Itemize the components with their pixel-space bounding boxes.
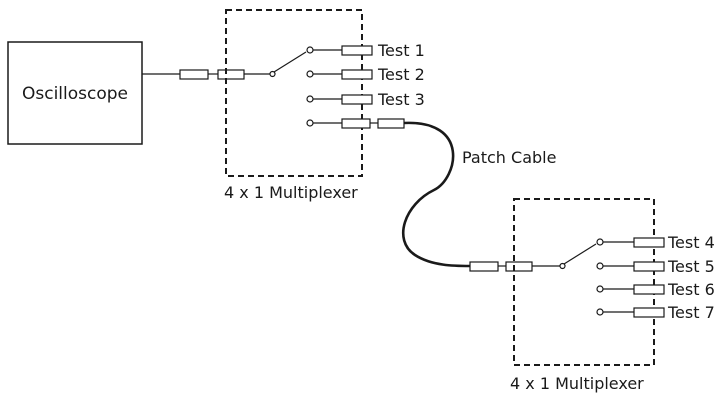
- multiplexer-top: Test 1 Test 2 Test 3 4 x 1 Multiplexer: [224, 9, 425, 202]
- channel-connector: [341, 118, 371, 129]
- multiplexer-bottom-boundary: [513, 198, 655, 366]
- oscilloscope-box: [7, 41, 143, 145]
- channel-connector: [341, 94, 373, 105]
- mux-top-input-connector: [217, 69, 245, 80]
- mux-top-common-terminal: [269, 70, 276, 78]
- patch-cable: Patch Cable: [402, 121, 556, 268]
- channel-terminal: [306, 70, 314, 78]
- test-7-label: Test 7: [667, 303, 715, 322]
- mux-bottom-common-terminal: [559, 262, 566, 270]
- test-5-label: Test 5: [667, 257, 715, 276]
- mux-top-channel-4: [306, 118, 405, 129]
- multiplexer-bottom: Test 4 Test 5 Test 6 Test 7 4 x 1 Multip…: [469, 198, 715, 393]
- test-4-label: Test 4: [667, 233, 715, 252]
- test-2-label: Test 2: [377, 65, 425, 84]
- mux-bottom-channel-3: Test 6: [596, 280, 715, 299]
- channel-connector: [633, 261, 665, 272]
- channel-terminal: [306, 95, 314, 103]
- scope-cable-connector: [179, 69, 209, 80]
- channel-terminal: [596, 262, 604, 270]
- channel-connector: [341, 69, 373, 80]
- test-1-label: Test 1: [377, 41, 425, 60]
- mux-top-channel-1: Test 1: [306, 41, 425, 60]
- patch-cable-wire: [402, 121, 471, 268]
- mux-top-switch-arm: [273, 51, 307, 73]
- oscilloscope: Oscilloscope: [7, 41, 143, 145]
- mux-bottom-channel-2: Test 5: [596, 257, 715, 276]
- multiplexer-bottom-label: 4 x 1 Multiplexer: [510, 374, 644, 393]
- patch-cable-label: Patch Cable: [462, 148, 556, 167]
- oscilloscope-label: Oscilloscope: [22, 84, 128, 104]
- channel-terminal: [596, 285, 604, 293]
- mux-bottom-input-connector: [505, 261, 533, 272]
- channel-connector: [341, 45, 373, 56]
- multiplexer-top-label: 4 x 1 Multiplexer: [224, 183, 358, 202]
- channel-terminal: [596, 238, 604, 246]
- patch-cable-connector-top: [377, 118, 405, 129]
- mux-bottom-channel-1: Test 4: [596, 233, 715, 252]
- channel-connector: [633, 307, 665, 318]
- mux-bottom-channel-4: Test 7: [596, 303, 715, 322]
- channel-terminal: [306, 46, 314, 54]
- channel-connector: [633, 237, 665, 248]
- patch-cable-connector-bottom: [469, 261, 499, 272]
- channel-connector: [633, 284, 665, 295]
- scope-input-cable: [142, 69, 270, 80]
- test-6-label: Test 6: [667, 280, 715, 299]
- channel-terminal: [596, 308, 604, 316]
- mux-top-channel-2: Test 2: [306, 65, 425, 84]
- mux-bottom-switch-arm: [563, 243, 597, 265]
- channel-terminal: [306, 119, 314, 127]
- mux-top-channel-3: Test 3: [306, 90, 425, 109]
- multiplexer-top-boundary: [225, 9, 363, 177]
- test-3-label: Test 3: [377, 90, 425, 109]
